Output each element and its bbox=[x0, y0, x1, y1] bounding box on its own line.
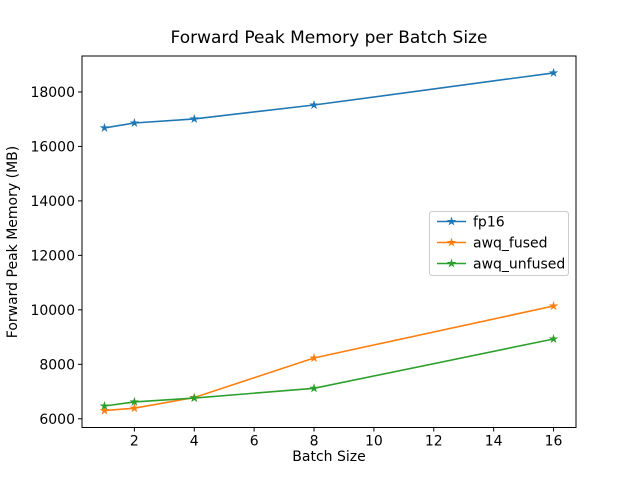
marker-star-icon bbox=[548, 333, 559, 344]
x-tick-label: 6 bbox=[250, 434, 259, 450]
x-axis: 2 4 6 8 10 12 14 16 bbox=[130, 427, 563, 450]
legend-marker-star-icon bbox=[446, 237, 457, 247]
marker-star-icon bbox=[309, 383, 319, 393]
legend-box bbox=[429, 211, 569, 276]
y-axis-label: Forward Peak Memory (MB) bbox=[5, 145, 21, 339]
x-tick-label: 2 bbox=[130, 434, 139, 450]
chart-title: Forward Peak Memory per Batch Size bbox=[170, 28, 488, 48]
y-tick-label: 8000 bbox=[39, 357, 75, 373]
legend-label: awq_fused bbox=[473, 236, 548, 252]
marker-star-icon bbox=[129, 403, 140, 413]
y-tick-label: 14000 bbox=[30, 194, 75, 210]
y-tick-label: 10000 bbox=[30, 303, 75, 319]
marker-star-icon bbox=[548, 301, 559, 311]
y-axis: 6000 8000 10000 12000 14000 16000 18000 bbox=[30, 85, 82, 428]
x-tick-label: 16 bbox=[545, 434, 563, 450]
marker-star-icon bbox=[189, 113, 200, 123]
legend-marker-star-icon bbox=[446, 258, 457, 268]
legend: fp16 awq_fused awq_unfused bbox=[429, 211, 569, 276]
marker-star-icon bbox=[548, 67, 559, 77]
x-tick-label: 14 bbox=[485, 434, 503, 450]
x-axis-label: Batch Size bbox=[292, 449, 366, 465]
legend-label: awq_unfused bbox=[473, 257, 565, 273]
x-tick-label: 4 bbox=[190, 434, 199, 450]
marker-star-icon bbox=[309, 100, 319, 110]
marker-star-icon bbox=[99, 405, 110, 415]
x-tick-label: 8 bbox=[310, 434, 319, 450]
marker-star-icon bbox=[99, 400, 110, 411]
y-tick-label: 6000 bbox=[39, 412, 75, 428]
marker-star-icon bbox=[129, 118, 140, 128]
x-tick-label: 10 bbox=[365, 434, 383, 450]
y-tick-label: 16000 bbox=[30, 139, 75, 155]
y-tick-label: 12000 bbox=[30, 248, 75, 264]
legend-marker-star-icon bbox=[446, 216, 457, 226]
marker-star-icon bbox=[309, 353, 319, 363]
legend-label: fp16 bbox=[473, 215, 505, 231]
marker-star-icon bbox=[129, 396, 140, 406]
y-tick-label: 18000 bbox=[30, 85, 75, 101]
marker-star-icon bbox=[99, 122, 110, 132]
series-fp16 bbox=[99, 67, 559, 132]
marker-star-icon bbox=[189, 393, 200, 403]
x-tick-label: 12 bbox=[425, 434, 443, 450]
series-awq_unfused bbox=[99, 333, 559, 411]
